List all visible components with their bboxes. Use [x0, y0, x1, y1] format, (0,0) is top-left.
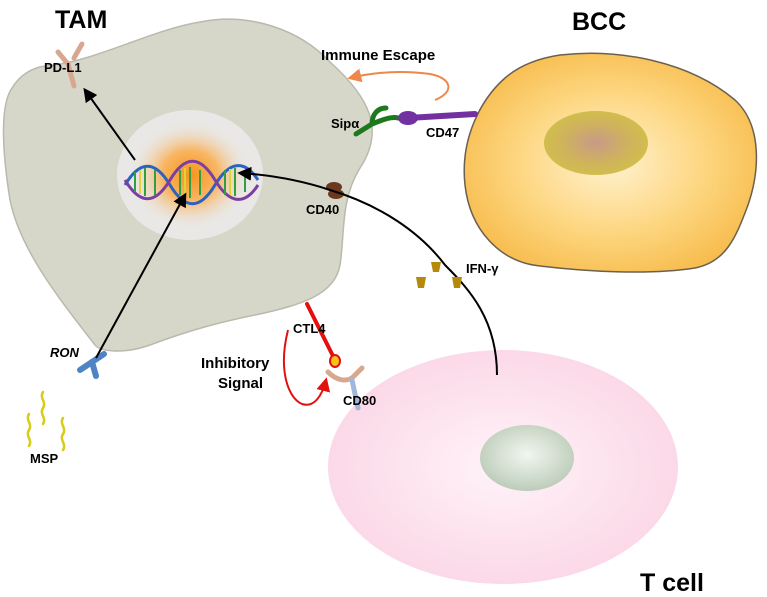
- arrow-dna-to-pd-l1: [83, 87, 136, 161]
- ifn-gamma-label: IFN-γ: [466, 261, 499, 276]
- ctl4-label: CTL4: [293, 321, 326, 336]
- dna-helix-icon: [123, 159, 260, 206]
- tam-label: TAM: [55, 6, 108, 34]
- bcc-nucleus: [544, 111, 648, 175]
- cd80-ligand-icon: [325, 365, 365, 411]
- arrow-ron-to-dna: [95, 192, 187, 359]
- cd47-ligand-icon: [398, 111, 478, 125]
- ifn-gamma-molecules-icon: [416, 262, 462, 288]
- msp-label: MSP: [30, 451, 59, 466]
- pd-l1-receptor-icon: [55, 41, 85, 89]
- ron-label: RON: [50, 345, 79, 360]
- ctl4-ligand-contact-icon: [329, 354, 341, 368]
- ctl4-receptor-icon: [305, 302, 335, 358]
- signal-label: Signal: [218, 375, 264, 392]
- immune-escape-label: Immune Escape: [321, 47, 436, 64]
- msp-ligands-icon: [26, 390, 66, 452]
- pd-l1-label: PD-L1: [44, 60, 82, 75]
- t-cell-label: T cell: [640, 569, 704, 597]
- arrow-ifn-gamma-to-dna: [237, 166, 498, 376]
- sip-alpha-receptor-icon: [353, 105, 401, 137]
- sip-alpha-label: Sipα: [331, 116, 360, 131]
- cd47-label: CD47: [426, 125, 460, 140]
- inhibitory-signal-arrow: [282, 329, 331, 406]
- bcc-label: BCC: [572, 8, 627, 36]
- t-cell-nucleus: [480, 425, 574, 491]
- cd40-label: CD40: [306, 202, 340, 217]
- cd80-label: CD80: [343, 393, 377, 408]
- inhibitory-label: Inhibitory: [201, 355, 270, 372]
- immune-escape-arrow: [347, 68, 450, 101]
- ron-receptor-icon: [77, 351, 107, 379]
